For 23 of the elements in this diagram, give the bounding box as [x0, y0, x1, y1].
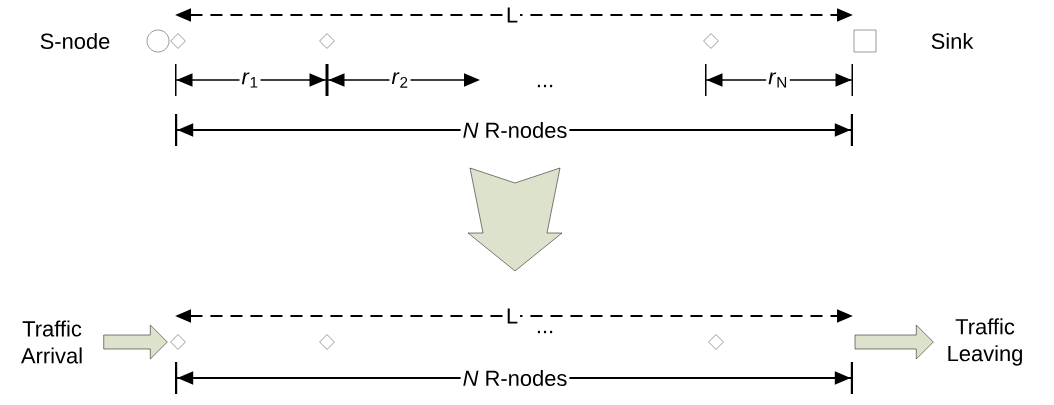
block-arrow [103, 324, 168, 360]
sink-square [853, 29, 877, 53]
relay-node-diamond [703, 33, 719, 49]
distance-label: r$_{N}$ [766, 70, 790, 90]
ellipsis: ... [533, 328, 557, 336]
node-label: Sink [931, 32, 974, 50]
count-label: N R-nodes [460, 119, 570, 141]
distance-label: r$_{1}$ [239, 70, 261, 90]
length-label: L [503, 306, 521, 326]
relay-node-diamond [708, 334, 724, 350]
relay-node-diamond [319, 33, 335, 49]
distance-label: r$_{2}$ [389, 70, 411, 90]
node-label: S-node [40, 32, 110, 50]
length-label: L [503, 5, 521, 25]
traffic-label: Traffic Arrival [21, 320, 82, 364]
block-arrow [854, 324, 934, 360]
ellipsis: ... [533, 82, 557, 90]
relay-node-diamond [319, 334, 335, 350]
traffic-label: Traffic Leaving [948, 318, 1022, 366]
count-label: N R-nodes [460, 367, 570, 389]
relay-node-diamond [170, 334, 186, 350]
relay-node-diamond [170, 33, 186, 49]
circle-node [146, 29, 170, 53]
